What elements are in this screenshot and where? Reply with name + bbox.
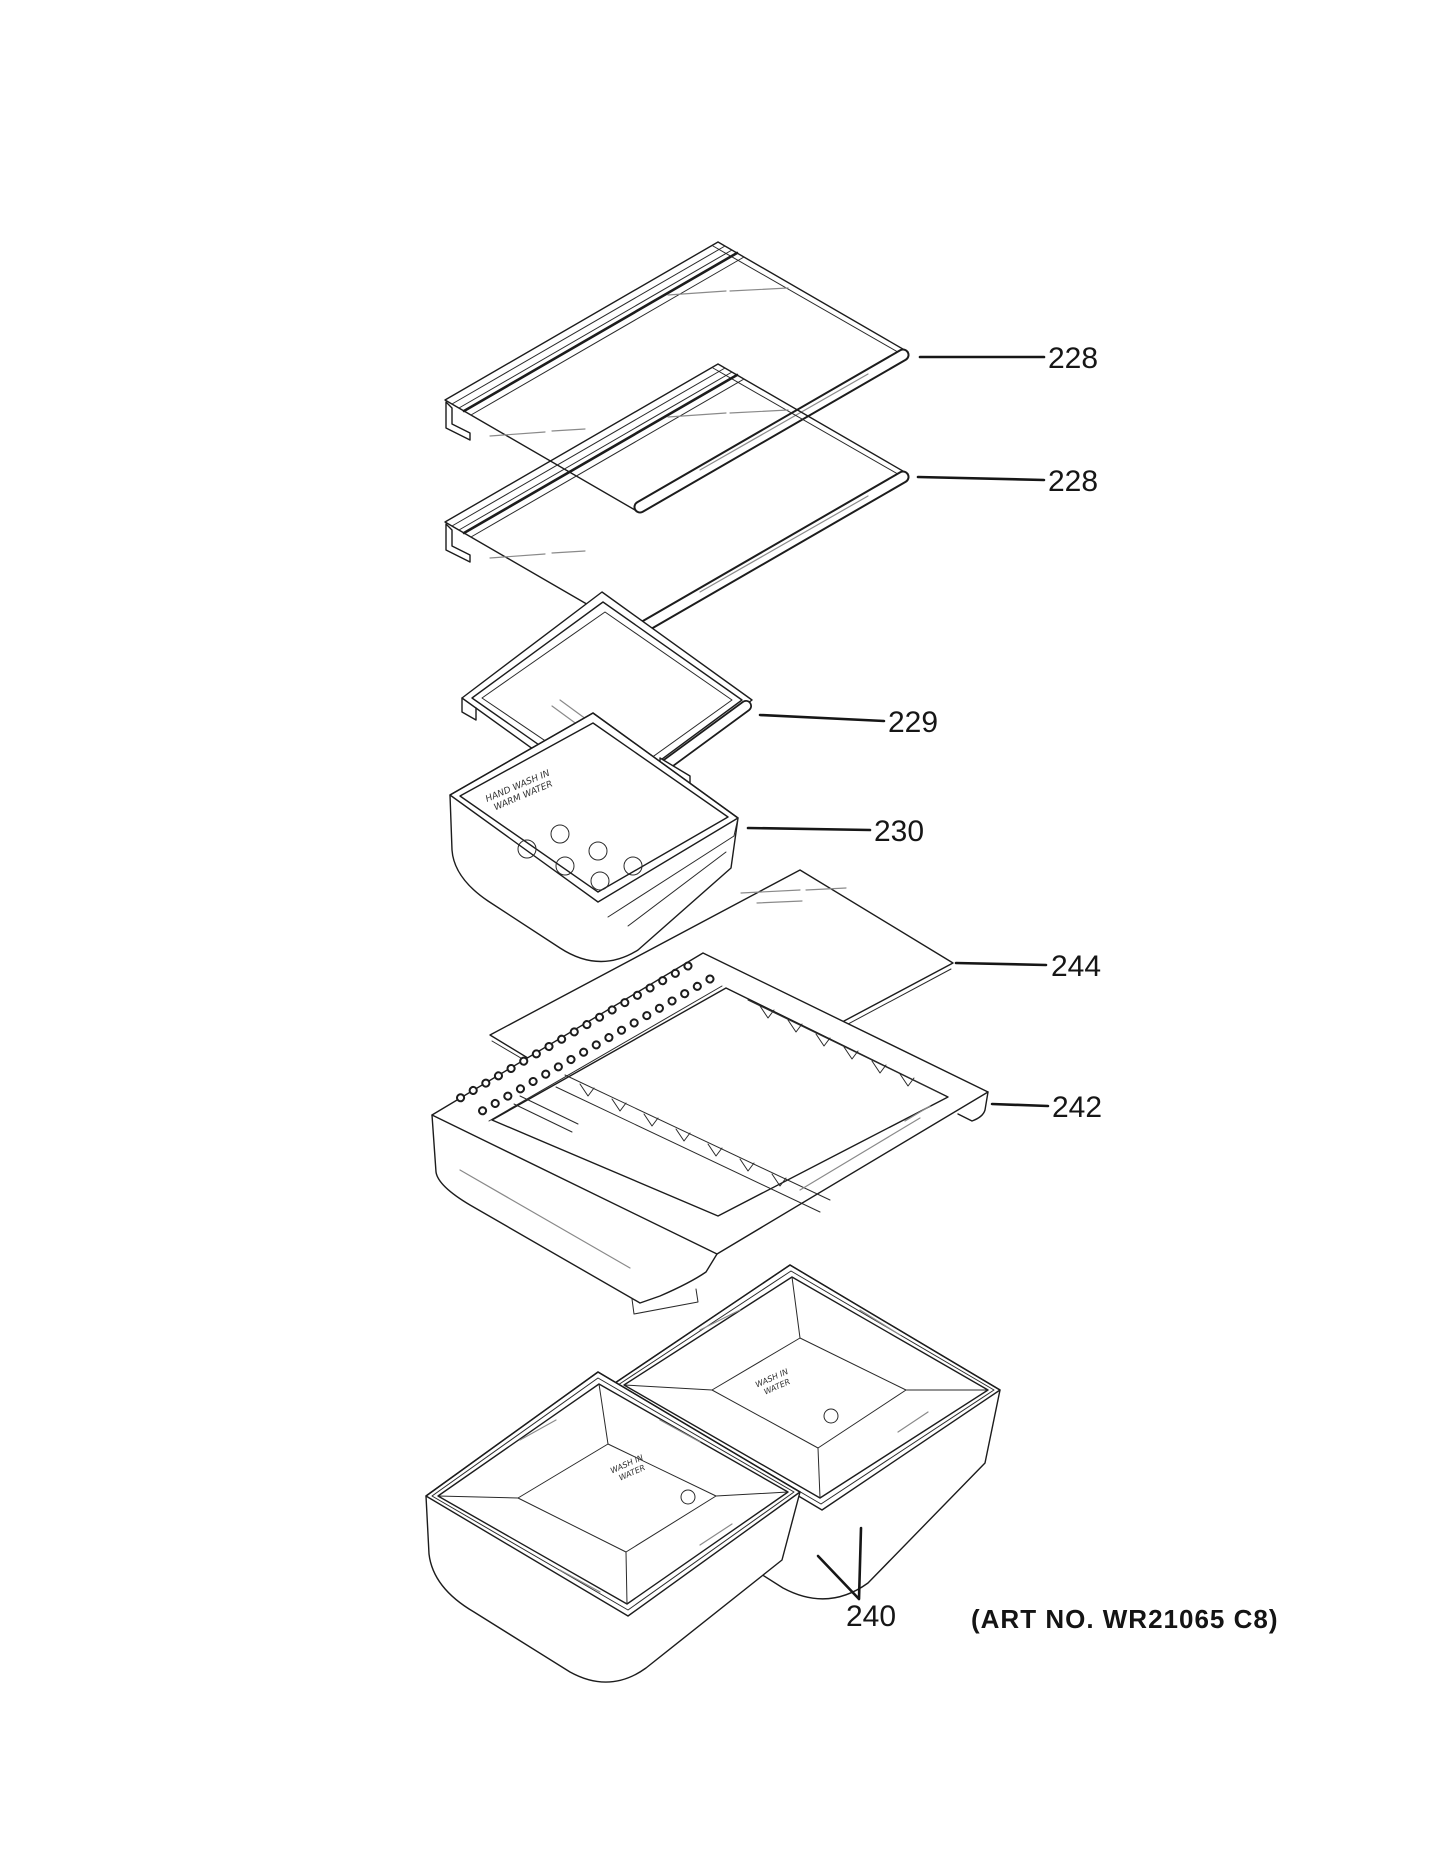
leader-244 [954,961,1048,967]
callout-label-229: 229 [888,706,938,739]
callout-label-240: 240 [846,1600,896,1633]
callout-label-242: 242 [1052,1091,1102,1124]
art-number-label: (ART NO. WR21065 C8) [971,1604,1279,1634]
leader-230 [746,826,872,832]
leader-242 [990,1102,1050,1108]
callout-label-244: 244 [1051,950,1101,983]
callout-label-228-middle: 228 [1048,465,1098,498]
glass-shelf-228-middle [445,364,908,632]
leader-240 [816,1526,863,1601]
deli-drawer-230: HAND WASH IN WARM WATER [449,712,739,963]
callout-label-230: 230 [874,815,924,848]
drawer-vent-holes [517,824,643,891]
leader-229 [758,713,886,723]
crisper-cover-frame-242 [431,952,989,1315]
glass-shelf-228-top [445,242,908,510]
leader-lines [746,355,1050,1601]
vent-hole-strip [450,961,715,1119]
leader-228-middle [916,475,1046,482]
crisper-drawer-left-240: WASH IN WATER [425,1371,801,1683]
callout-label-228-top: 228 [1048,342,1098,375]
